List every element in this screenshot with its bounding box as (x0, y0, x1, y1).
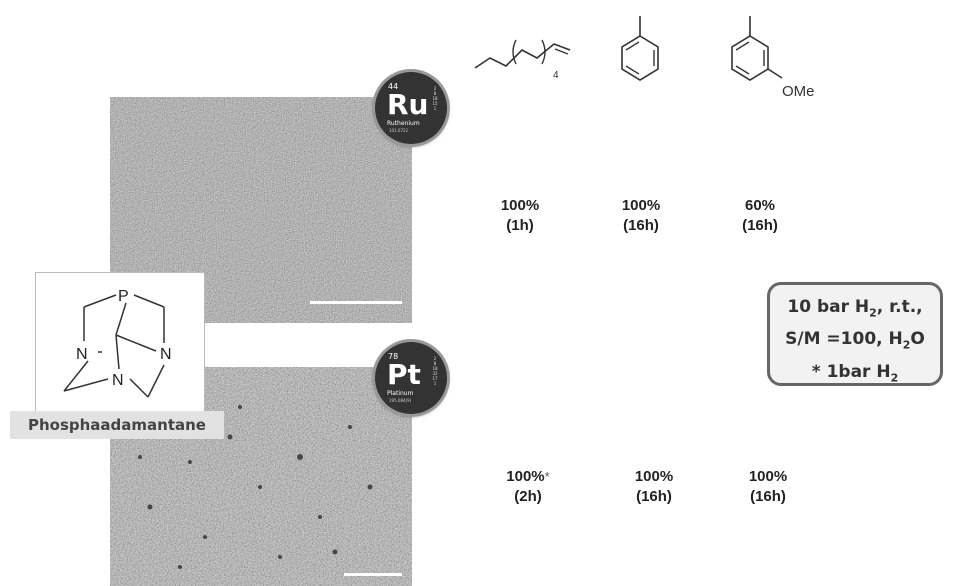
ru-shells: 2 8 18 15 1 (432, 86, 438, 111)
yield-footnote-mark: * (544, 469, 550, 484)
ru-element-badge: 44 Ru Ruthenium 101.0722 2 8 18 15 1 (375, 72, 447, 144)
yield-percent: 100% (500, 197, 540, 214)
substrate-methylanisole: OMe (731, 16, 815, 100)
substrate-octene: 4 (474, 39, 571, 80)
yield-percent: 100% (748, 468, 788, 485)
ru-yield-methylanisole: 60% (16h) (720, 196, 800, 236)
ru-symbol: Ru (387, 88, 429, 121)
pt-mass: 195.084(9) (389, 398, 412, 403)
pt-name: Platinum (387, 390, 414, 397)
substrate-toluene (621, 16, 659, 81)
pt-element-badge: 78 Pt Platinum 195.084(9) 2 8 18 32 17 1 (375, 342, 447, 414)
yield-percent: 100% (621, 197, 661, 214)
yield-time: (16h) (623, 217, 659, 234)
yield-time: (1h) (506, 217, 534, 234)
yield-percent: 100% (634, 468, 674, 485)
ligand-atom-n3: N (112, 372, 124, 389)
pt-shells: 2 8 18 32 17 1 (432, 356, 438, 386)
ligand-name-label: Phosphaadamantane (10, 411, 224, 439)
pt-atomic-number: 78 (388, 352, 399, 361)
yield-time: (16h) (742, 217, 778, 234)
yield-percent: 100% (506, 468, 545, 485)
ru-atomic-number: 44 (388, 82, 399, 91)
ru-yield-toluene: 100% (16h) (601, 196, 681, 236)
conditions-line-2: S/M =100, H2O (785, 329, 925, 352)
pt-symbol: Pt (387, 358, 421, 391)
yield-time: (16h) (750, 488, 786, 505)
ligand-atom-n2: N (160, 346, 172, 363)
octene-subscript: 4 (553, 70, 559, 80)
pt-yield-octene: 100%* (2h) (488, 467, 568, 507)
ligand-atom-p: P (118, 288, 129, 305)
ru-mass: 101.0722 (389, 128, 409, 133)
yield-time: (16h) (636, 488, 672, 505)
pt-yield-toluene: 100% (16h) (614, 467, 694, 507)
ligand-structure-box: P N N N (35, 272, 205, 412)
yield-percent: 60% (744, 197, 776, 214)
yield-time: (2h) (514, 488, 542, 505)
ru-tem-image (110, 97, 412, 323)
conditions-line-3: * 1bar H2 (811, 361, 899, 385)
pt-yield-methylanisole: 100% (16h) (728, 467, 808, 507)
conditions-line-1: 10 bar H2, r.t., (787, 297, 923, 320)
ru-name: Ruthenium (387, 120, 420, 127)
ru-yield-octene: 100% (1h) (480, 196, 560, 236)
reaction-conditions-box: 10 bar H2, r.t., S/M =100, H2O * 1bar H2 (767, 282, 943, 386)
ligand-atom-n1: N (76, 346, 88, 363)
ome-label: OMe (782, 83, 815, 100)
